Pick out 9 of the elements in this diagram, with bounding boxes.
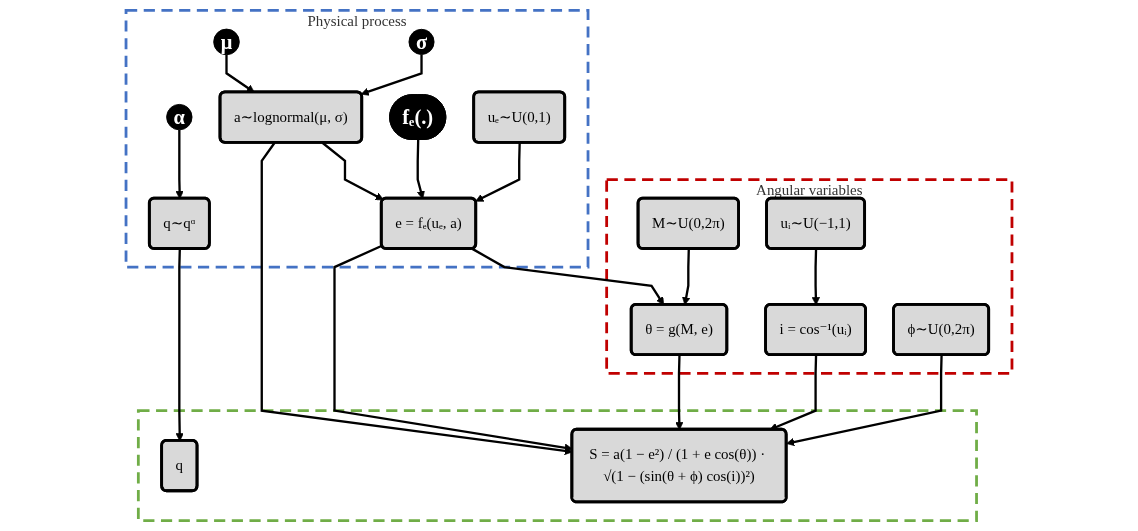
arrow [786, 355, 943, 447]
node-circle: α [166, 103, 193, 131]
node-circle: μ [213, 28, 240, 56]
arrow [475, 142, 521, 202]
arrow [175, 129, 184, 199]
node-circle: σ [408, 28, 435, 55]
arrow [360, 54, 423, 96]
arrow [416, 139, 425, 199]
cluster [136, 409, 978, 522]
